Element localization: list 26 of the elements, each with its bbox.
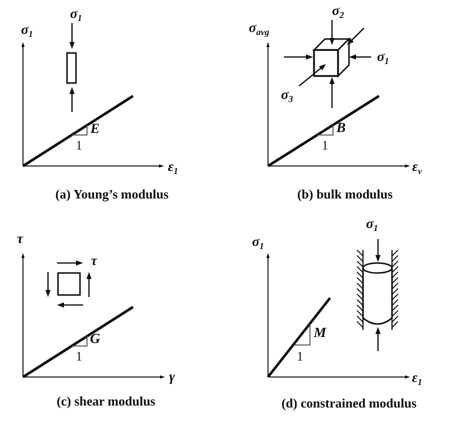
caption: (b) bulk modulus bbox=[297, 188, 393, 200]
caption: (c) shear modulus bbox=[56, 394, 156, 408]
axis-label: ε$_{1}$ bbox=[168, 161, 178, 175]
modulus-symbol: E bbox=[90, 123, 100, 137]
slope-label: 1 bbox=[76, 138, 82, 152]
axis-label: σ$_{avg}$ bbox=[248, 22, 270, 36]
modulus-symbol: M bbox=[314, 327, 326, 341]
force-label: σ$_{1}$ bbox=[70, 8, 82, 22]
caption: (d) constrained modulus bbox=[281, 396, 417, 410]
force-label: σ$_{3}$ bbox=[280, 89, 294, 103]
axis-label: γ bbox=[169, 371, 175, 385]
modulus-symbol: G bbox=[90, 333, 100, 347]
force-label: σ$_{2}$ bbox=[332, 5, 344, 19]
axis-label: ε$_{v}$ bbox=[412, 161, 422, 175]
force-label: σ$_{1}$ bbox=[366, 218, 378, 232]
caption: (a) Young’s modulus bbox=[55, 188, 169, 200]
modulus-symbol: B bbox=[336, 122, 346, 136]
force-label: σ$_{1}$ bbox=[376, 51, 390, 65]
slope-label: 1 bbox=[322, 138, 328, 152]
axis-label: τ bbox=[16, 233, 24, 247]
axis-label: ε$_{1}$ bbox=[412, 372, 422, 386]
axis-label: σ$_{1}$ bbox=[252, 236, 264, 250]
axis-label: σ$_{1}$ bbox=[20, 24, 34, 38]
force-label: τ bbox=[90, 255, 98, 269]
slope-label: 1 bbox=[76, 350, 82, 362]
slope-label: 1 bbox=[296, 350, 304, 362]
